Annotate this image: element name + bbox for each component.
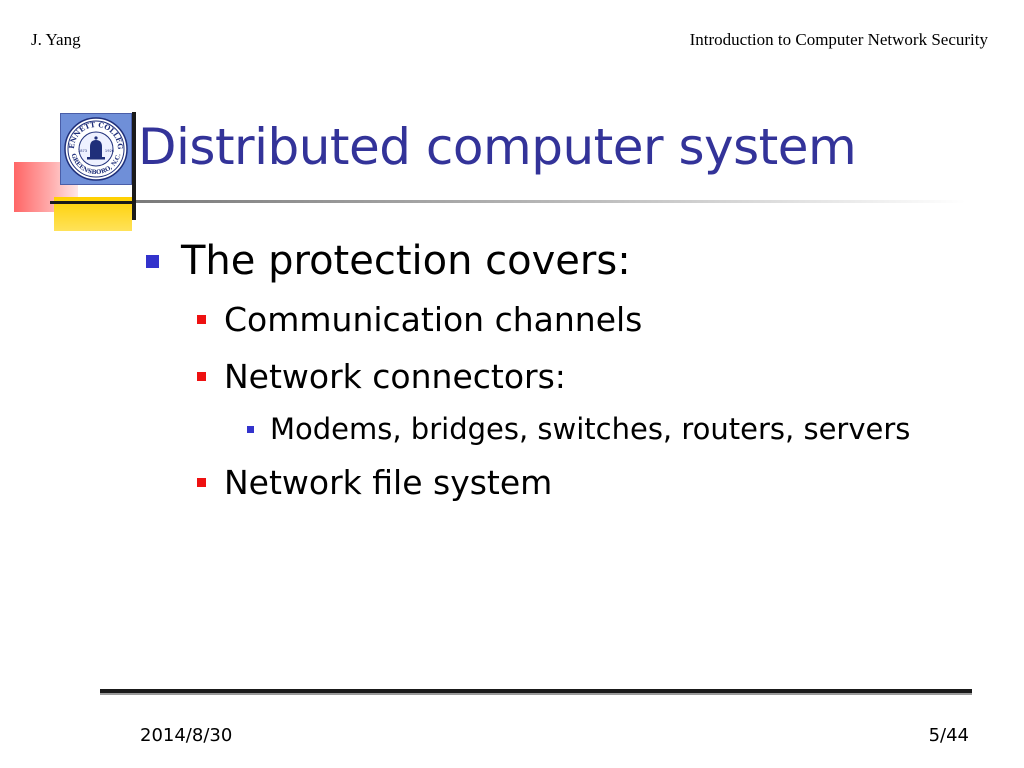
- footer-date: 2014/8/30: [140, 725, 233, 746]
- square-bullet-icon: [247, 425, 254, 433]
- footer-rule-shadow: [100, 693, 972, 695]
- svg-text:1926: 1926: [105, 149, 115, 153]
- seal-icon: BENNETT COLLEGE GREENSBORO, N.C. 1873 19…: [63, 116, 128, 181]
- college-seal-logo: BENNETT COLLEGE GREENSBORO, N.C. 1873 19…: [60, 113, 132, 185]
- bullet-level2: Network connectors:: [197, 357, 566, 396]
- footer-rule: [100, 689, 972, 693]
- bullet-level1: The protection covers:: [146, 238, 631, 284]
- bullet-text: Network file system: [224, 463, 553, 502]
- square-bullet-icon: [146, 254, 159, 268]
- decorative-vertical-rule: [132, 112, 136, 220]
- bullet-text: Modems, bridges, switches, routers, serv…: [270, 412, 911, 446]
- square-bullet-icon: [197, 372, 206, 381]
- bullet-text: Network connectors:: [224, 357, 566, 396]
- square-bullet-icon: [197, 315, 206, 324]
- footer-page-number: 5/44: [928, 725, 969, 746]
- slide-title: Distributed computer system: [138, 118, 857, 176]
- bullet-level2: Network file system: [197, 463, 552, 502]
- bullet-level2: Communication channels: [197, 300, 642, 339]
- title-underline: [136, 200, 966, 203]
- decorative-horizontal-rule: [50, 201, 136, 204]
- square-bullet-icon: [197, 478, 206, 487]
- svg-text:1873: 1873: [78, 149, 87, 153]
- header-author: J. Yang: [31, 30, 81, 49]
- bullet-text: Communication channels: [224, 300, 643, 339]
- header-course-title: Introduction to Computer Network Securit…: [689, 30, 988, 49]
- bullet-level3: Modems, bridges, switches, routers, serv…: [247, 412, 910, 446]
- bullet-text: The protection covers:: [181, 238, 631, 284]
